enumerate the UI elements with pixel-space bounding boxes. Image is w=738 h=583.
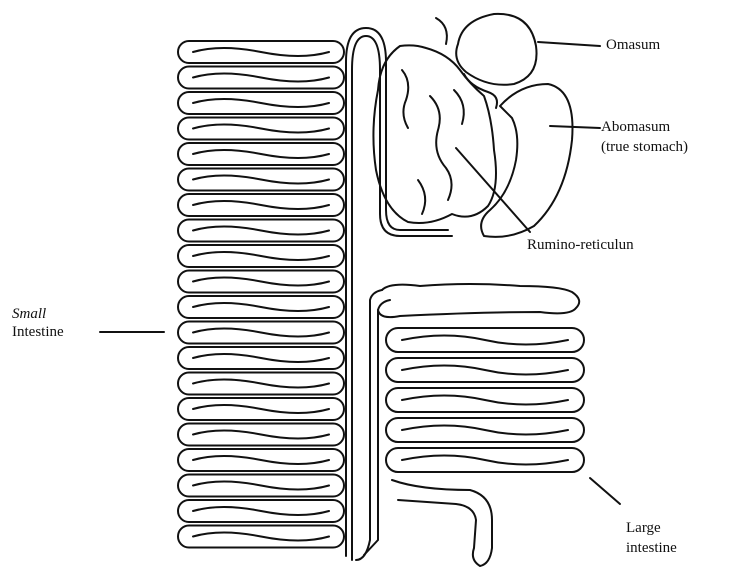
small-intestine-coil-fold bbox=[193, 354, 329, 362]
small-intestine-coil-fold bbox=[193, 329, 329, 337]
small-intestine-coil-fold bbox=[193, 125, 329, 133]
omasum-outline bbox=[456, 14, 536, 85]
large-intestine-coils bbox=[386, 328, 584, 472]
leader-omasum bbox=[538, 42, 600, 46]
small-intestine-coil-fold bbox=[193, 227, 329, 235]
label-large-intestine-line1: Large bbox=[626, 520, 661, 537]
large-intestine-coil-fold bbox=[402, 396, 568, 405]
small-intestine-coil-fold bbox=[193, 507, 329, 515]
small-intestine-coil-fold bbox=[193, 176, 329, 184]
small-intestine-coils bbox=[178, 41, 344, 548]
small-intestine-coil-fold bbox=[193, 380, 329, 388]
label-small-intestine-line1: Small bbox=[12, 306, 46, 323]
label-rumino-reticulum: Rumino-reticulun bbox=[527, 237, 634, 254]
small-intestine-coil-fold bbox=[193, 252, 329, 260]
rumen-inner-fold-3 bbox=[454, 90, 464, 124]
label-small-intestine-line2: Intestine bbox=[12, 324, 64, 341]
leader-rumino bbox=[456, 148, 530, 232]
small-intestine-coil-fold bbox=[193, 303, 329, 311]
small-intestine-coil-fold bbox=[193, 431, 329, 439]
small-intestine-coil-fold bbox=[193, 150, 329, 158]
label-abomasum: Abomasum bbox=[601, 119, 670, 136]
label-large-intestine-line2: intestine bbox=[626, 540, 677, 557]
rumen-inner-fold-2 bbox=[430, 96, 452, 200]
large-intestine-coil-fold bbox=[402, 336, 568, 345]
large-intestine-coil-fold bbox=[402, 456, 568, 465]
small-intestine-coil-fold bbox=[193, 482, 329, 490]
small-intestine-coil-fold bbox=[193, 533, 329, 541]
small-intestine-coil-fold bbox=[193, 405, 329, 413]
label-omasum: Omasum bbox=[606, 37, 660, 54]
rumen-reticulum-outline bbox=[373, 45, 496, 223]
small-intestine-duodenum bbox=[352, 36, 452, 560]
large-intestine-coil-fold bbox=[402, 426, 568, 435]
small-intestine-coil-fold bbox=[193, 278, 329, 286]
large-intestine-coil-fold bbox=[402, 366, 568, 375]
label-abomasum-note: (true stomach) bbox=[601, 139, 688, 156]
omasum-neck bbox=[436, 18, 497, 108]
leader-large-intestine bbox=[590, 478, 620, 504]
small-intestine-coil-fold bbox=[193, 99, 329, 107]
large-intestine-rectum bbox=[392, 480, 492, 566]
small-intestine-coil-fold bbox=[193, 74, 329, 82]
rumen-inner-fold-1 bbox=[402, 70, 408, 128]
leader-abomasum bbox=[550, 126, 600, 128]
small-intestine-coil-fold bbox=[193, 456, 329, 464]
rumen-inner-fold-4 bbox=[418, 180, 425, 214]
small-intestine-coil-fold bbox=[193, 48, 329, 56]
small-intestine-duodenum-inner bbox=[346, 28, 448, 556]
small-intestine-coil-fold bbox=[193, 201, 329, 209]
large-intestine-colon-top bbox=[378, 284, 579, 317]
